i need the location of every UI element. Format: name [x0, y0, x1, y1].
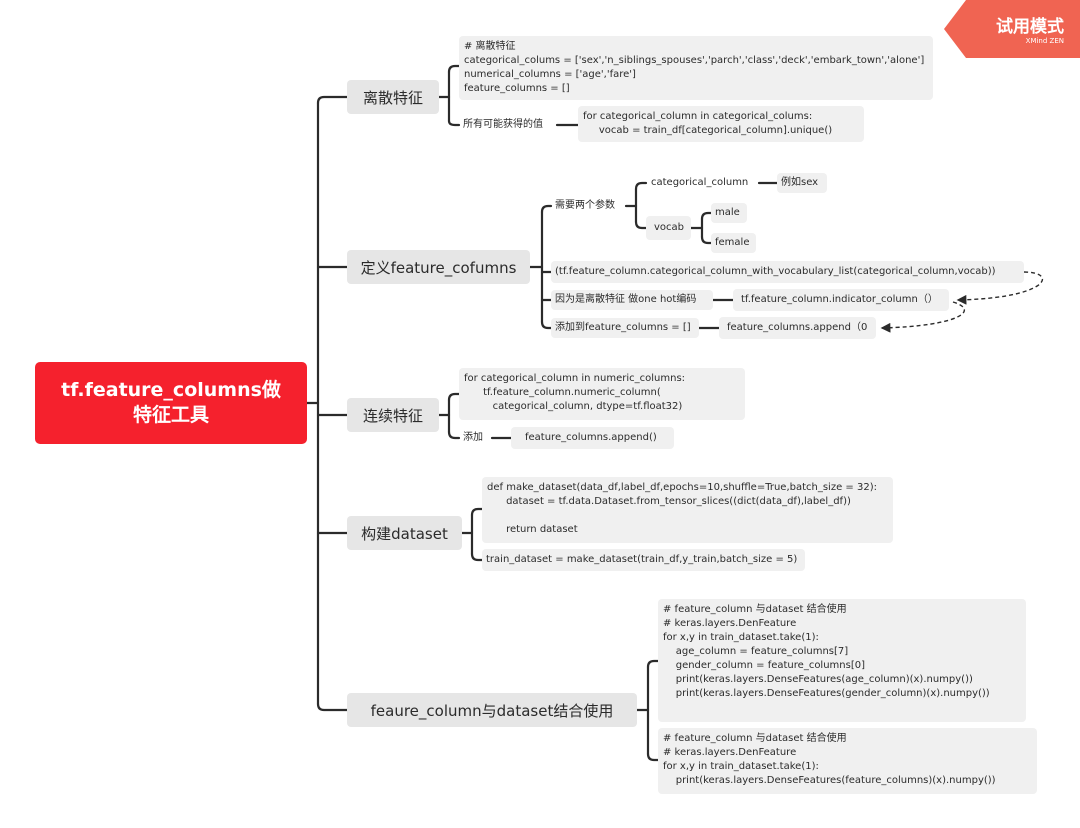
combined-code-block-1[interactable]: # feature_column 与dataset 结合使用 # keras.l… — [658, 599, 1026, 722]
discrete-code-block[interactable]: # 离散特征 categorical_colums = ['sex','n_si… — [459, 36, 933, 100]
vocab-unique-code-block[interactable]: for categorical_column in categorical_co… — [578, 106, 864, 142]
branch-build-dataset[interactable]: 构建dataset — [347, 516, 462, 550]
branch-define-feature-columns[interactable]: 定义feature_cofumns — [347, 250, 530, 284]
vocab-value-female[interactable]: female — [711, 233, 756, 253]
branch-feature-column-with-dataset[interactable]: feaure_column与dataset结合使用 — [347, 693, 637, 727]
one-hot-reason-label[interactable]: 因为是离散特征 做one hot编码 — [551, 290, 713, 310]
continuous-add-label[interactable]: 添加 — [463, 432, 483, 443]
all-possible-values-label[interactable]: 所有可能获得的值 — [463, 119, 543, 130]
root-title-line1: tf.feature_columns做 — [61, 379, 281, 401]
add-to-feature-columns-label[interactable]: 添加到feature_columns = [] — [551, 318, 699, 338]
trial-mode-title: 试用模式 — [996, 17, 1064, 37]
xmind-brand-label: XMind ZEN — [1025, 37, 1064, 45]
categorical-column-param[interactable]: categorical_column — [651, 177, 749, 188]
branch-continuous-features[interactable]: 连续特征 — [347, 398, 439, 432]
continuous-code-block[interactable]: for categorical_column in numeric_column… — [459, 368, 745, 420]
vocab-param[interactable]: vocab — [646, 216, 691, 240]
example-sex-note[interactable]: 例如sex — [777, 173, 827, 193]
combined-code-block-2[interactable]: # feature_column 与dataset 结合使用 # keras.l… — [658, 728, 1037, 794]
two-params-label[interactable]: 需要两个参数 — [555, 200, 615, 211]
train-dataset-call[interactable]: train_dataset = make_dataset(train_df,y_… — [482, 549, 805, 571]
root-topic[interactable]: tf.feature_columns做 特征工具 — [35, 362, 307, 444]
trial-mode-badge[interactable]: 试用模式 XMind ZEN — [944, 0, 1080, 58]
branch-discrete-features[interactable]: 离散特征 — [347, 80, 439, 114]
continuous-append-call[interactable]: feature_columns.append() — [511, 427, 674, 449]
root-title-line2: 特征工具 — [132, 404, 209, 426]
badge-shape — [944, 0, 1080, 58]
make-dataset-code-block[interactable]: def make_dataset(data_df,label_df,epochs… — [482, 477, 893, 543]
vocab-value-male[interactable]: male — [711, 203, 747, 223]
feature-columns-append-call[interactable]: feature_columns.append（0 — [719, 317, 876, 339]
indicator-column-call[interactable]: tf.feature_column.indicator_column（） — [733, 289, 949, 311]
vocabulary-list-call[interactable]: (tf.feature_column.categorical_column_wi… — [551, 261, 1024, 283]
